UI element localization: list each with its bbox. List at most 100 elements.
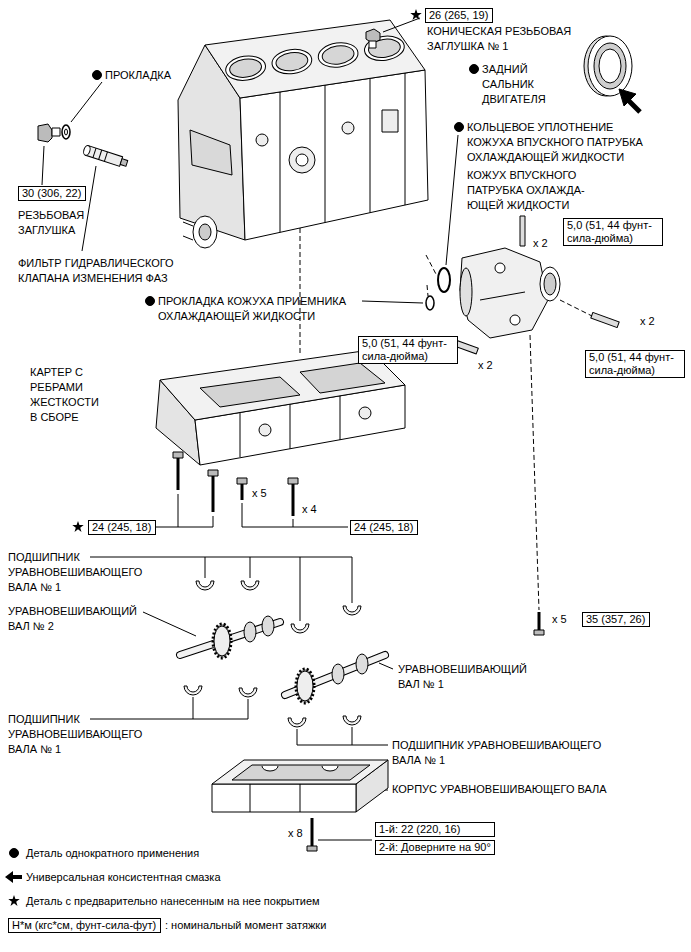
balance-shaft-bearing [343,716,361,725]
stiffening-crankcase [240,413,241,458]
vvt-filter [85,146,122,167]
assembly-line [426,255,437,276]
torque-value: 5,0 (51, 44 фунт- сила-дюйма) [362,337,454,363]
torque-box: 26 (265, 19) [425,8,493,23]
stiffening-crankcase [156,350,405,465]
cylinder-block [317,40,360,69]
part-label: ПОДШИПНИК УРАВНОВЕШИВАЮЩЕГО ВАЛА № 1 [392,738,632,768]
precoated-star [410,9,421,20]
torque-legend-box: Н*м (кгс*см, фунт-сила-фут) [8,918,161,933]
leader-line [300,557,301,621]
part-label: КОЖУХ ВПУСКНОГО ПАТРУБКА ОХЛАЖДА- ЮЩЕЙ Ж… [467,168,607,213]
leader-line [143,612,196,636]
rear-oil-seal [588,36,632,96]
cylinder-block [321,44,355,66]
tapered-plug [366,18,420,48]
tapered-plug [383,18,420,32]
part-label: ПОДШИПНИК УРАВНОВЕШИВАЮЩЕГО ВАЛА № 1 [8,712,153,757]
leader-line [242,503,348,527]
label-text: КОРПУС УРАВНОВЕШИВАЮЩЕГО ВАЛА [392,782,607,797]
coolant-gasket [426,296,434,310]
vvt-filter [82,166,96,251]
balance-shaft-bearing [288,718,306,727]
part-label: КОНИЧЕСКАЯ РЕЗЬБОВАЯ ЗАГЛУШКА № 1 [427,24,592,54]
balance-shaft-bearing [196,581,214,590]
o-ring [438,268,450,292]
label-text: x 5 [252,486,267,501]
label-text: ПОДШИПНИК УРАВНОВЕШИВАЮЩЕГО ВАЛА № 1 [8,712,153,757]
tapered-plug [369,41,376,48]
part-label: УРАВНОВЕШИВАЮЩИЙ ВАЛ № 2 [8,604,148,634]
coolant-inlet-housing [460,248,548,338]
screw-plug [62,125,70,139]
screw-plug [52,128,60,136]
cylinder-block [367,37,401,59]
housing-bolt [307,846,317,851]
label-text: x 2 [478,358,493,373]
leader-line [213,516,214,527]
crankcase-bolt [173,452,183,458]
cylinder-block [224,54,267,83]
balance-shaft [180,616,385,703]
cylinder-block [382,110,398,132]
coolant-inlet-housing [460,248,560,338]
torque-value: 2-й: Доверните на 90° [375,840,495,855]
part-label: КОРПУС УРАВНОВЕШИВАЮЩЕГО ВАЛА [392,782,607,797]
vvt-filter [104,152,107,162]
part-label: ЗАДНИЙ САЛЬНИК ДВИГАТЕЛЯ [482,62,562,107]
legend-text: Деталь однократного применения [26,847,199,859]
grease-arrow [5,871,22,883]
label-text: ПОДШИПНИК УРАВНОВЕШИВАЮЩЕГО ВАЛА № 1 [8,550,153,595]
legend-entry: Деталь однократного применения [26,846,199,861]
cylinder-block [178,20,428,248]
torque-value: 24 (245, 18) [92,521,152,534]
label-text: x 2 [640,314,655,329]
balance-shaft-housing [262,766,278,771]
stiffening-crankcase [290,404,291,449]
one-time-use-dot [93,71,102,80]
part-label: КОЛЬЦЕВОЕ УПЛОТНЕНИЕ КОЖУХА ВПУСКНОГО ПА… [467,120,663,165]
balance-shaft-housing [300,784,301,812]
balance-shaft-housing [212,760,388,812]
housing-bolt [534,630,544,635]
leader-line [352,557,353,603]
torque-value: 24 (245, 18) [354,521,414,534]
housing-bolt [311,818,314,846]
quantity-label: x 8 [288,826,303,841]
quantity-label: x 5 [552,612,567,627]
label-text: УРАВНОВЕШИВАЮЩИЙ ВАЛ № 1 [398,662,538,692]
rear-oil-seal [584,36,640,112]
coolant-inlet-housing [460,268,472,316]
leader-line [250,557,251,578]
torque-value: 35 (357, 26) [586,613,646,626]
coolant-inlet-housing [544,273,556,295]
precoated-star [72,521,83,532]
balance-shaft-housing [212,760,388,784]
legend-entry: : номинальный момент затяжки [165,918,326,933]
part-label: РЕЗЬБОВАЯ ЗАГЛУШКА [18,208,98,238]
quantity-label: x 4 [302,502,317,517]
leader-line [379,663,393,669]
grease-arrow [5,871,22,883]
coolant-gasket [362,296,434,310]
precoated-star [8,895,19,906]
torque-value: 5,0 (51, 44 фунт- сила-дюйма) [589,351,681,377]
housing-bolt [538,612,541,630]
crankcase-bolt [288,478,298,484]
o-ring [446,135,458,265]
torque-box: 5,0 (51, 44 фунт- сила-дюйма) [585,350,685,378]
vvt-filter [120,159,128,167]
legend-text: Деталь с предварительно нанесенным на не… [26,895,320,907]
stiffening-crankcase [259,424,271,436]
balance-shaft-housing [250,784,251,812]
part-label: ПОДШИПНИК УРАВНОВЕШИВАЮЩЕГО ВАЛА № 1 [8,550,153,595]
balance-shaft [214,626,230,656]
balance-shaft-housing [212,784,356,812]
label-text: РЕЗЬБОВАЯ ЗАГЛУШКА [18,208,98,238]
torque-box: 5,0 (51, 44 фунт- сила-дюйма) [563,218,663,246]
balance-shaft [356,654,368,674]
leader-line [90,719,248,720]
rear-oil-seal [594,43,626,89]
part-label: УРАВНОВЕШИВАЮЩИЙ ВАЛ № 1 [398,662,538,692]
